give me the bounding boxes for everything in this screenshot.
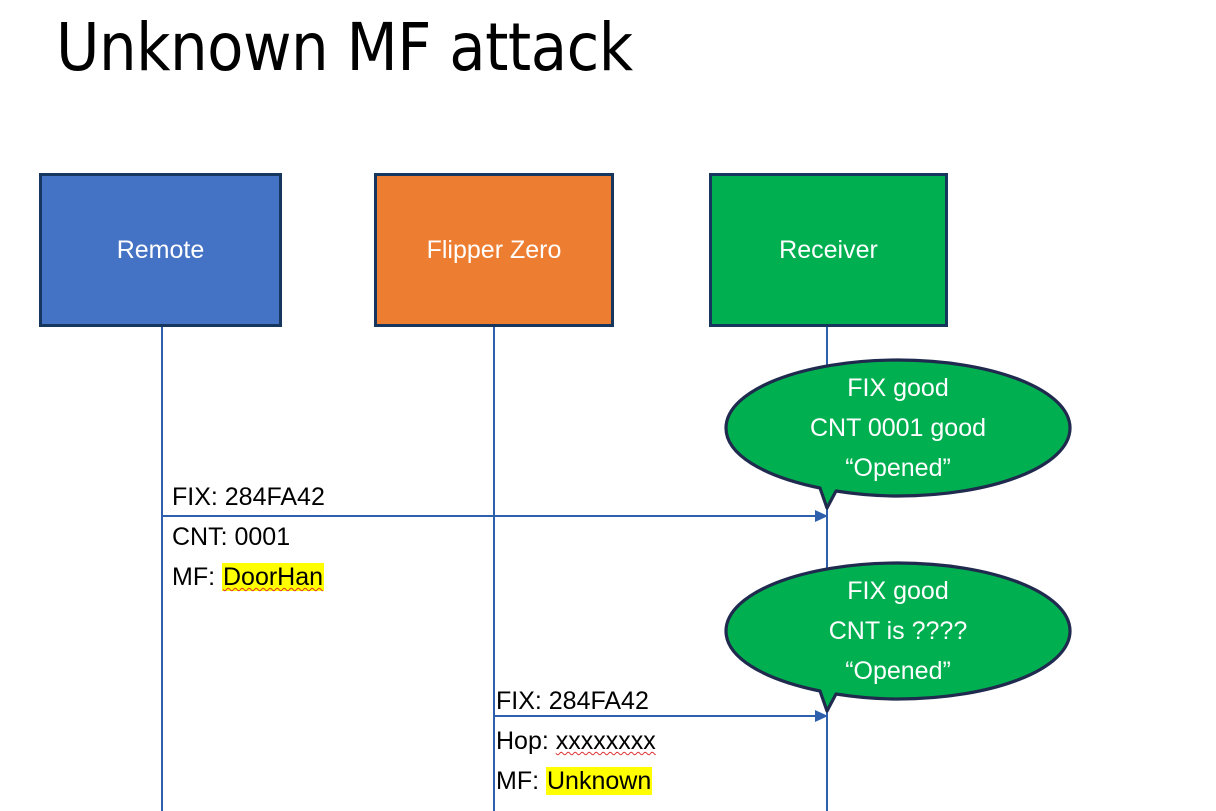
message-2-fix: FIX: 284FA42 [496, 681, 649, 721]
message-2-hop-value: xxxxxxxx [555, 727, 656, 755]
page-title: Unknown MF attack [56, 9, 633, 86]
message-1-mf: MF: DoorHan [172, 557, 325, 597]
message-1-mf-value: DoorHan [222, 563, 325, 591]
actor-label-remote: Remote [116, 235, 205, 264]
message-2-details: Hop: xxxxxxxx MF: Unknown [496, 721, 656, 801]
actor-box-remote[interactable]: Remote [39, 173, 282, 327]
actor-box-flipper[interactable]: Flipper Zero [374, 173, 614, 327]
lifeline-remote [161, 327, 163, 811]
speech-bubble-receiver-2[interactable]: FIX good CNT is ???? “Opened” [724, 561, 1072, 721]
actor-label-receiver: Receiver [779, 235, 878, 264]
speech-bubble-receiver-1[interactable]: FIX good CNT 0001 good “Opened” [724, 358, 1072, 518]
actor-label-flipper: Flipper Zero [426, 235, 562, 264]
speech-bubble-shape-2 [724, 561, 1072, 713]
message-2-mf-value: Unknown [546, 767, 653, 795]
message-arrow-remote-to-receiver [162, 510, 828, 522]
message-arrow-flipper-to-receiver [494, 710, 828, 722]
message-2-fix-text: FIX: 284FA42 [496, 687, 649, 715]
message-1-mf-prefix: MF: [172, 563, 222, 591]
message-2-hop: Hop: xxxxxxxx [496, 721, 656, 761]
speech-bubble-shape-1 [724, 358, 1072, 510]
message-2-mf: MF: Unknown [496, 761, 656, 801]
message-1-cnt: CNT: 0001 [172, 517, 324, 557]
message-2-mf-prefix: MF: [496, 767, 546, 795]
message-2-hop-prefix: Hop: [496, 727, 556, 755]
message-1-details: CNT: 0001 MF: DoorHan [172, 517, 325, 597]
lifeline-flipper [493, 327, 495, 811]
message-1-cnt-text: CNT: 0001 [172, 523, 291, 551]
message-1-fix-text: FIX: 284FA42 [172, 483, 325, 511]
message-1-fix: FIX: 284FA42 [172, 477, 325, 517]
actor-box-receiver[interactable]: Receiver [709, 173, 948, 327]
